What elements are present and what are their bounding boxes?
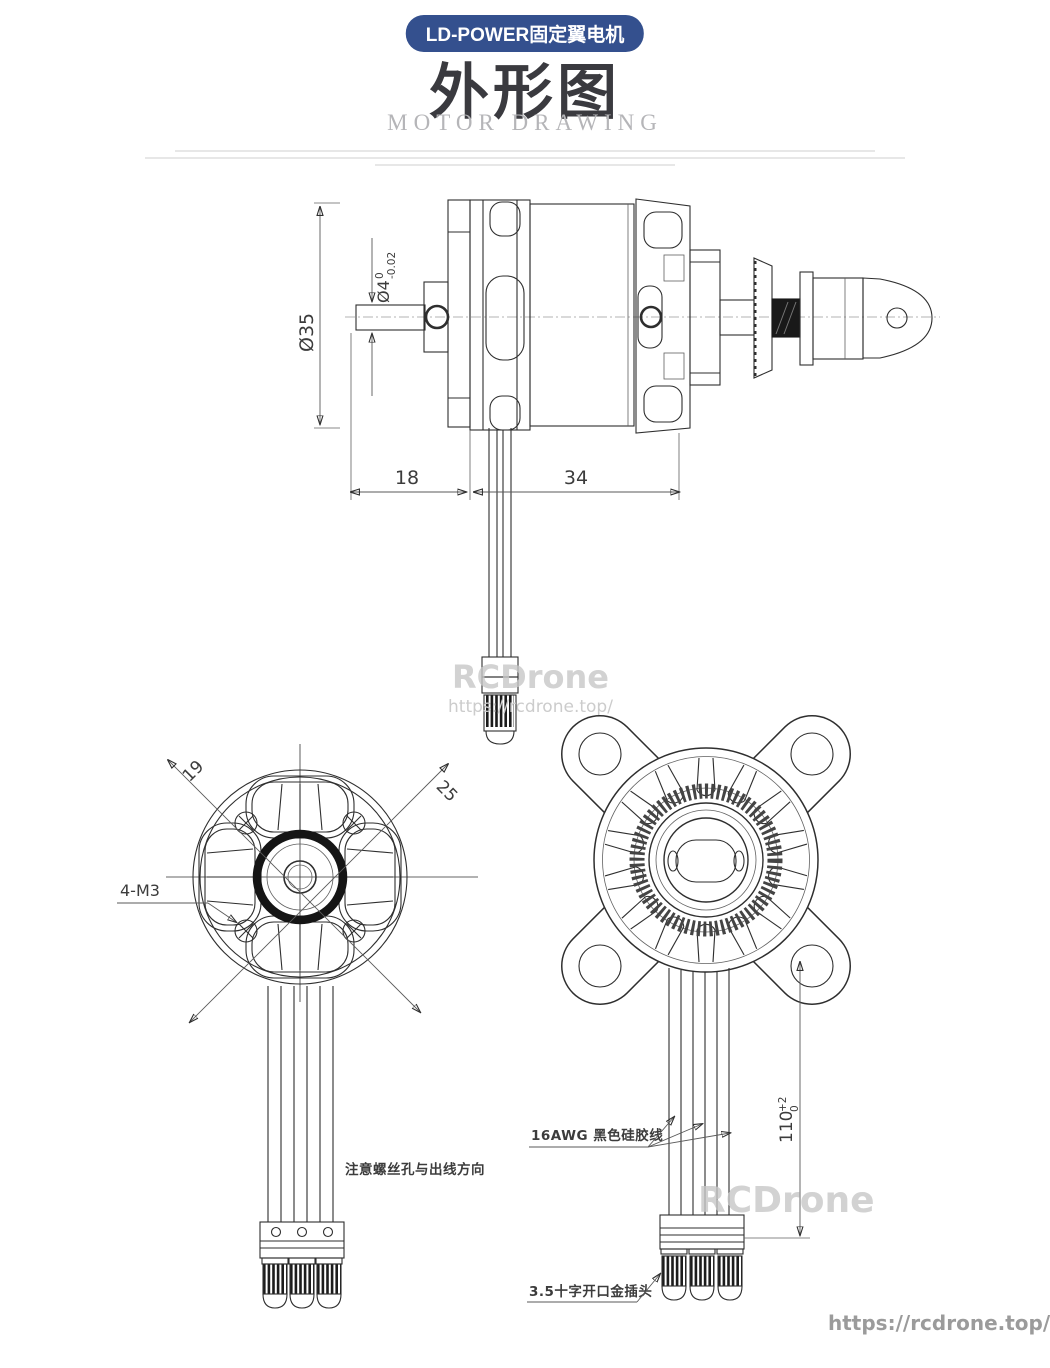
page-title: 外形图 xyxy=(429,59,621,126)
fine-print-line xyxy=(375,164,675,166)
front-view: 19 25 4-M3 xyxy=(117,744,485,1309)
watermark-url: https://rcdrone.top/ xyxy=(448,697,613,717)
svg-text:0: 0 xyxy=(789,1105,801,1112)
dim-shaft-diameter: Ø4 0 -0.02 xyxy=(374,252,398,303)
brand-badge: LD-POWER固定翼电机 xyxy=(405,15,645,52)
svg-text:+2: +2 xyxy=(777,1097,789,1112)
svg-text:-0.02: -0.02 xyxy=(386,252,398,279)
side-view: Ø4 0 -0.02 Ø35 18 34 xyxy=(296,198,940,745)
dim-wire-length: 110 +2 0 xyxy=(777,1097,801,1143)
label-connector-type: 3.5十字开口金插头 xyxy=(529,1283,652,1300)
dim-hole-pitch-b: 25 xyxy=(432,777,461,806)
svg-text:Ø35: Ø35 xyxy=(296,313,318,352)
fine-print-line xyxy=(145,157,905,159)
fine-print-line xyxy=(175,150,875,152)
label-wire-gauge: 16AWG 黑色硅胶线 xyxy=(531,1127,663,1144)
svg-text:19: 19 xyxy=(179,757,208,786)
dim-body-length: 34 xyxy=(564,467,588,489)
watermark-brand: RCDrone xyxy=(452,658,609,696)
svg-text:Ø4: Ø4 xyxy=(374,280,393,303)
footer-url: https://rcdrone.top/ xyxy=(828,1311,1050,1335)
label-screw-spec: 4-M3 xyxy=(120,881,160,900)
watermark-brand-lower: RCDrone xyxy=(698,1180,875,1221)
svg-text:110: 110 xyxy=(777,1111,797,1143)
dim-shaft-length: 18 xyxy=(395,467,419,489)
bullet-connectors-front xyxy=(261,1257,343,1309)
page-subtitle: MOTOR DRAWING xyxy=(387,110,663,135)
rear-view: 16AWG 黑色硅胶线 110 +2 0 3.5十字开口金插头 xyxy=(527,715,851,1303)
bullet-connectors-rear xyxy=(660,1248,744,1301)
note-screw-direction: 注意螺丝孔与出线方向 xyxy=(345,1161,485,1178)
dim-body-diameter: Ø35 xyxy=(296,313,318,352)
svg-text:25: 25 xyxy=(432,777,461,806)
dim-hole-pitch-a: 19 xyxy=(179,757,208,786)
svg-text:0: 0 xyxy=(374,272,386,279)
